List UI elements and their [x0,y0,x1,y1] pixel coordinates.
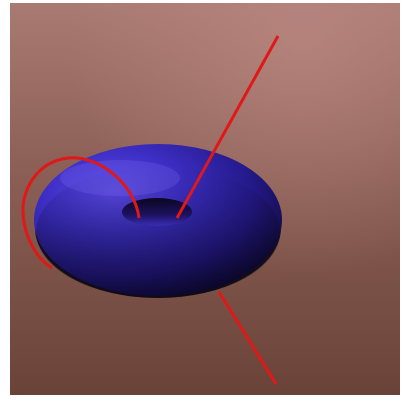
torus [34,144,282,298]
